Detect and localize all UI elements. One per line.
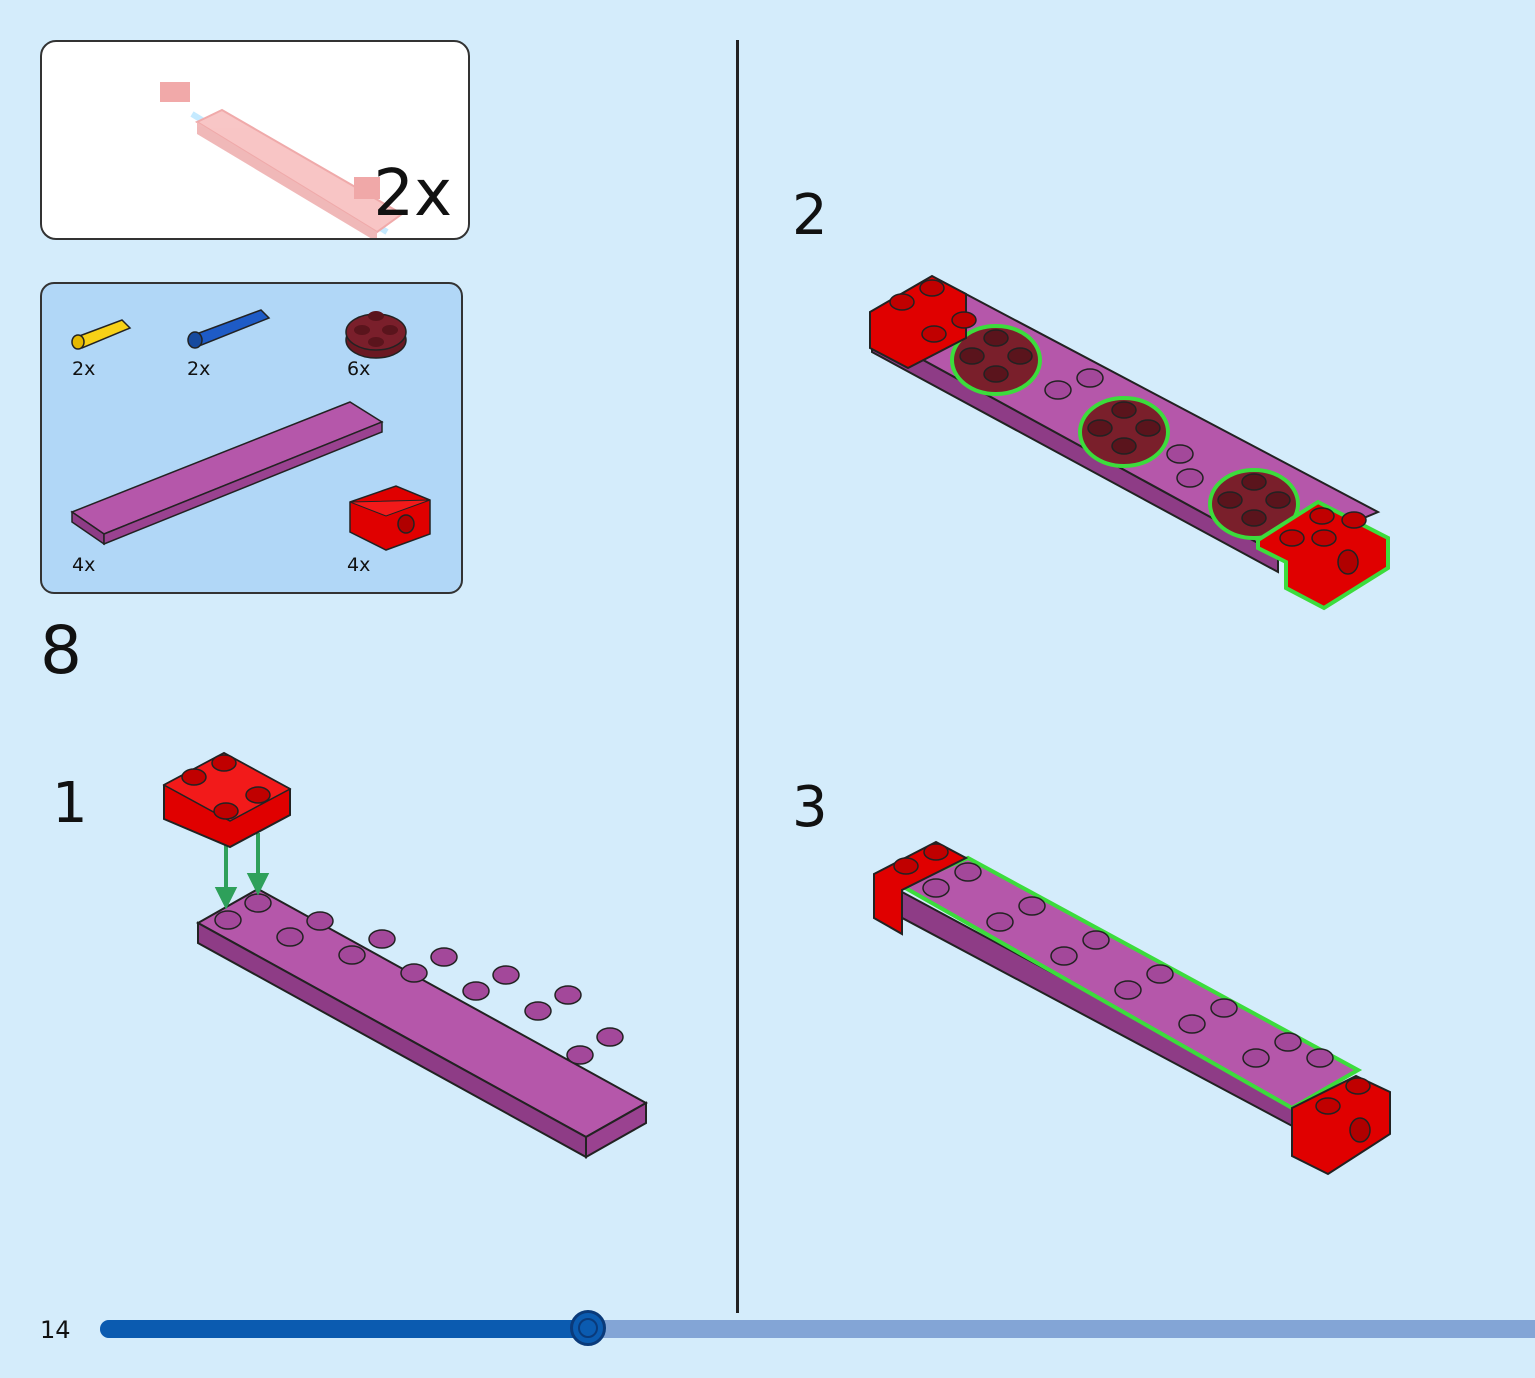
step-number: 8 bbox=[40, 612, 82, 689]
progress-knob[interactable] bbox=[570, 1310, 606, 1346]
submodel-preview-image bbox=[160, 82, 404, 238]
part-qty: 2x bbox=[72, 358, 96, 380]
column-divider bbox=[736, 40, 739, 1313]
magenta-plate-image bbox=[70, 401, 384, 546]
page-number: 14 bbox=[40, 1316, 71, 1344]
parts-list-panel: 2x 2x 6x 4x 4x bbox=[40, 282, 463, 594]
progress-fill bbox=[100, 1320, 588, 1338]
part-qty: 2x bbox=[187, 358, 211, 380]
part-qty: 6x bbox=[347, 358, 371, 380]
blue-axle-pin-image bbox=[187, 309, 271, 349]
substep-3-illustration bbox=[873, 840, 1391, 1176]
yellow-pin-image bbox=[71, 319, 132, 350]
submodel-multiplier: 2x bbox=[373, 157, 452, 231]
submodel-callout: 2x bbox=[40, 40, 470, 240]
substep-2-illustration bbox=[869, 274, 1390, 611]
dark-red-round-plate-image bbox=[345, 311, 407, 359]
substep-number: 3 bbox=[792, 775, 828, 840]
substep-number: 2 bbox=[792, 183, 828, 248]
part-qty: 4x bbox=[347, 554, 371, 576]
substep-number: 1 bbox=[52, 771, 88, 836]
substep-1-illustration bbox=[162, 751, 649, 1159]
red-technic-brick-image bbox=[349, 485, 431, 551]
part-qty: 4x bbox=[72, 554, 96, 576]
